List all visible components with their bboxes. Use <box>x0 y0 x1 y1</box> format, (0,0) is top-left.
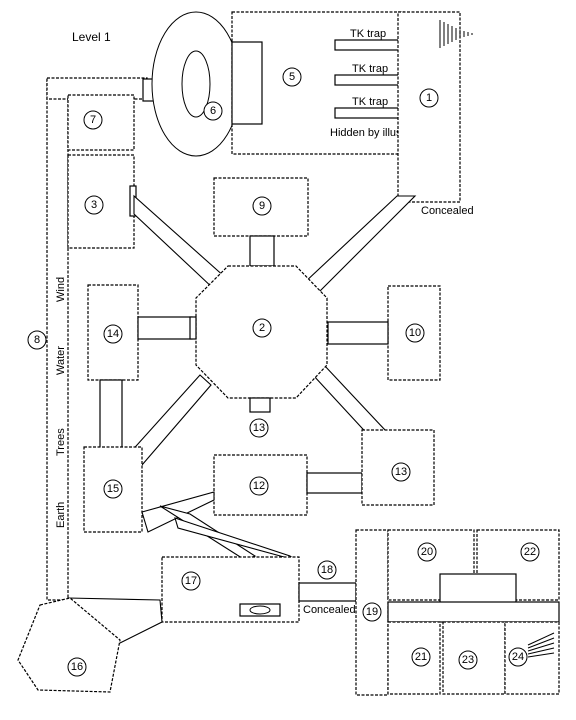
room-number-label: 7 <box>90 114 96 126</box>
room-number-5-3: 5 <box>282 67 302 87</box>
illusion-note: Hidden by illusion <box>330 127 416 139</box>
corridor-label-trees: Trees <box>55 428 67 456</box>
room-number-13-10: 13 <box>249 418 269 438</box>
room-number-9-7: 9 <box>252 196 272 216</box>
diag-corridor-nw <box>133 194 227 291</box>
room-number-label: 16 <box>71 661 83 673</box>
room-number-label: 1 <box>426 92 432 104</box>
map-title: Level 1 <box>72 30 111 44</box>
trap-label-2: TK trap <box>352 63 388 75</box>
altar-icon <box>239 603 281 617</box>
concealed-note-1: Concealed <box>421 205 474 217</box>
room-number-label: 24 <box>512 651 524 663</box>
room-number-label: 6 <box>210 105 216 117</box>
room-number-2-1: 2 <box>252 318 272 338</box>
diag-corridor-se <box>312 364 386 441</box>
room-number-14-12: 14 <box>103 324 123 344</box>
room-number-15-13: 15 <box>103 479 123 499</box>
stairs-icon <box>439 20 473 48</box>
diag-corridor-ne <box>302 195 417 297</box>
room-number-18-16: 18 <box>317 560 337 580</box>
room-17 <box>161 556 300 623</box>
room-number-8-6: 8 <box>27 330 47 350</box>
room-number-label: 17 <box>185 575 197 587</box>
room-16 <box>17 597 121 693</box>
corridor-18 <box>298 582 357 602</box>
room-number-label: 15 <box>107 483 119 495</box>
room-number-label: 10 <box>409 327 421 339</box>
room-number-23-21: 23 <box>458 650 478 670</box>
room-number-10-8: 10 <box>405 323 425 343</box>
room-number-21-19: 21 <box>411 647 431 667</box>
room-number-7-5: 7 <box>83 110 103 130</box>
room-number-label: 12 <box>253 480 265 492</box>
room-number-label: 8 <box>34 334 40 346</box>
room-number-label: 22 <box>524 546 536 558</box>
stairs-icon <box>527 632 555 658</box>
room-number-label: 14 <box>107 328 119 340</box>
room-number-1-0: 1 <box>419 88 439 108</box>
room-number-3-2: 3 <box>84 195 104 215</box>
room-number-20-18: 20 <box>417 542 437 562</box>
room-number-label: 19 <box>366 606 378 618</box>
room-number-label: 2 <box>259 322 265 334</box>
room-6 <box>151 11 241 157</box>
room-number-label: 13 <box>253 422 265 434</box>
corridor-label-water: Water <box>55 346 67 375</box>
room-number-label: 21 <box>415 651 427 663</box>
room-number-label: 5 <box>289 71 295 83</box>
room-number-6-4: 6 <box>203 101 223 121</box>
room-number-label: 9 <box>259 200 265 212</box>
room-number-label: 23 <box>462 654 474 666</box>
room-number-16-14: 16 <box>67 657 87 677</box>
room-number-19-17: 19 <box>362 602 382 622</box>
trap-label-1: TK trap <box>350 28 386 40</box>
room-number-label: 13 <box>395 466 407 478</box>
room-7 <box>67 94 135 151</box>
room-number-17-15: 17 <box>181 571 201 591</box>
corridor-label-earth: Earth <box>55 502 67 528</box>
room-number-label: 3 <box>91 199 97 211</box>
room-number-24-22: 24 <box>508 647 528 667</box>
corridor-label-wind: Wind <box>55 277 67 302</box>
corridor-14-15 <box>99 379 123 449</box>
room-9 <box>213 177 309 267</box>
room-number-13-11: 13 <box>391 462 411 482</box>
room-number-22-20: 22 <box>520 542 540 562</box>
room-number-12-9: 12 <box>249 476 269 496</box>
room-number-label: 20 <box>421 546 433 558</box>
room-12 <box>213 454 363 516</box>
room-number-label: 18 <box>321 564 333 576</box>
trap-label-3: TK trap <box>352 96 388 108</box>
concealed-note-2: Concealed <box>303 604 356 616</box>
